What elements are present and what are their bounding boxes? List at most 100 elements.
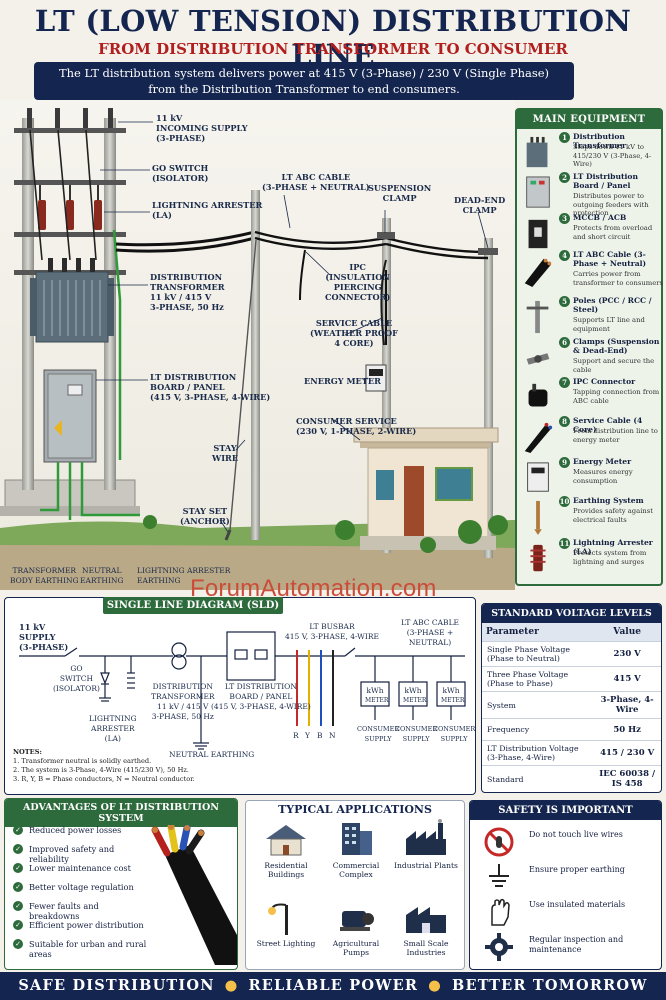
label-line: IPC	[349, 262, 366, 272]
label-la-earthing: LIGHTNING ARRESTER EARTHING	[137, 566, 230, 586]
label-line: STAY	[213, 443, 237, 453]
applications-heading: TYPICAL APPLICATIONS	[278, 803, 432, 816]
value-cell: 415 / 230 V	[593, 740, 661, 766]
single-line-diagram: SINGLE LINE DIAGRAM (SLD)	[4, 597, 476, 795]
parameter-cell: Single Phase Voltage (Phase to Neutral)	[482, 641, 594, 667]
sld-drawing	[19, 631, 466, 750]
value-cell: IEC 60038 / IS 458	[593, 765, 661, 792]
check-icon: ✓	[13, 825, 23, 835]
sld-go-switch-label: GO SWITCH (ISOLATOR)	[53, 664, 100, 694]
check-icon: ✓	[13, 882, 23, 892]
equipment-desc: Provides safety against electrical fault…	[573, 507, 653, 524]
label-line: CLAMP	[462, 205, 497, 215]
check-icon: ✓	[13, 939, 23, 949]
equipment-number: 6	[559, 337, 570, 348]
application-label: Residential Buildings	[264, 861, 308, 879]
equipment-name: IPC Connector	[573, 377, 636, 386]
label-line: (LA)	[104, 734, 121, 743]
advantage-text: Better voltage regulation	[29, 882, 134, 892]
sld-abc-label: LT ABC CABLE (3-PHASE + NEUTRAL)	[385, 618, 475, 648]
equipment-name: Distribution Transformer	[573, 132, 627, 150]
sld-heading: SINGLE LINE DIAGRAM (SLD)	[103, 597, 283, 614]
value-cell: 3-Phase, 4-Wire	[593, 691, 661, 719]
safety-text: Regular inspection and maintenance	[529, 935, 624, 954]
check-icon: ✓	[13, 901, 23, 911]
label-lightning-arrester: LIGHTNING ARRESTER (LA)	[152, 200, 262, 220]
equipment-desc: Carries power from transformer to consum…	[573, 270, 663, 287]
label-line: (LA)	[152, 210, 172, 220]
application-label: Commercial Complex	[332, 861, 380, 879]
label-line: 11 kV	[156, 113, 183, 123]
label-line: (ISOLATOR)	[53, 684, 100, 693]
no-touch-icon	[484, 827, 514, 857]
voltage-levels-panel: STANDARD VOLTAGE LEVELS Parameter Value …	[481, 603, 662, 793]
label-line: GO SWITCH	[152, 163, 209, 173]
label-line: LT ABC CABLE	[400, 618, 460, 627]
page-subtitle: FROM DISTRIBUTION TRANSFORMER TO CONSUME…	[98, 40, 568, 58]
meter-line: METER	[441, 697, 465, 704]
label-line: (INSULATION	[325, 272, 390, 282]
label-line: 3-PHASE, 50 Hz	[151, 712, 214, 721]
label-line: CONSUMER	[433, 725, 476, 733]
earth-rod-icon	[521, 498, 555, 535]
equipment-name: LT Distribution Board / Panel	[573, 172, 638, 190]
applications-panel: TYPICAL APPLICATIONS Residential Buildin…	[245, 800, 465, 970]
application-item: Small Scale Industries	[392, 897, 460, 957]
sld-neutral-earthing-label: NEUTRAL EARTHING	[169, 750, 255, 759]
label-ipc: IPC (INSULATION PIERCING CONNECTOR)	[325, 262, 390, 302]
table-row: Single Phase Voltage (Phase to Neutral)2…	[482, 641, 661, 667]
equipment-name: LT ABC Cable (3-Phase + Neutral)	[573, 250, 647, 268]
cable-cross-section-image	[151, 825, 237, 965]
transformer-icon	[521, 134, 555, 170]
voltage-table: Parameter Value Single Phase Voltage (Ph…	[482, 623, 661, 792]
application-item: Industrial Plants	[392, 819, 460, 870]
sld-phase-r: R	[293, 731, 299, 740]
panel-icon	[521, 174, 555, 210]
pole-icon	[521, 298, 555, 334]
advantage-text: Reduced power losses	[29, 825, 122, 835]
label-line: 11 kV / 415 V	[150, 292, 212, 302]
pump-icon	[322, 897, 390, 937]
label-line: ARRESTER	[91, 724, 135, 733]
label-line: EARTHING	[80, 576, 124, 585]
footer-part: BETTER TOMORROW	[452, 977, 648, 994]
value-cell: 230 V	[593, 641, 661, 667]
label-line: CONSUMER	[395, 725, 438, 733]
label-line: (415 V, 3-PHASE, 4-WIRE)	[211, 702, 311, 711]
label-line: BODY EARTHING	[10, 576, 79, 585]
safety-item: Use insulated materials	[484, 897, 659, 927]
label-neutral-earthing: NEUTRAL EARTHING	[80, 566, 123, 586]
safety-heading: SAFETY IS IMPORTANT	[470, 801, 661, 820]
earth-symbol-icon	[484, 862, 514, 892]
safety-text: Ensure proper earthing	[529, 865, 625, 874]
intro-banner: The LT distribution system delivers powe…	[34, 62, 574, 100]
label-line: SWITCH	[59, 674, 93, 683]
sld-phase-b: B	[317, 731, 323, 740]
equipment-number: 2	[559, 172, 570, 183]
label-line: BOARD / PANEL	[229, 692, 293, 701]
parameter-cell: Frequency	[482, 718, 594, 741]
label-distribution-transformer: DISTRIBUTION TRANSFORMER 11 kV / 415 V 3…	[150, 272, 225, 312]
application-label: Small Scale Industries	[403, 939, 449, 957]
label-incoming-supply: 11 kV INCOMING SUPPLY (3-PHASE)	[156, 113, 248, 143]
application-label: Agricultural Pumps	[332, 939, 380, 957]
equipment-name: Clamps (Suspension & Dead-End)	[573, 337, 660, 355]
value-cell: 415 V	[593, 666, 661, 692]
label-body-earthing: TRANSFORMER BODY EARTHING	[10, 566, 79, 586]
application-item: Agricultural Pumps	[322, 897, 390, 957]
sld-phase-y: Y	[305, 731, 310, 740]
label-line: (3-PHASE + NEUTRAL)	[262, 182, 370, 192]
label-line: TRANSFORMER	[151, 692, 215, 701]
equipment-number: 11	[559, 538, 570, 549]
footer-part: SAFE DISTRIBUTION	[18, 977, 215, 994]
label-abc-cable: LT ABC CABLE (3-PHASE + NEUTRAL)	[262, 172, 370, 192]
label-line: EARTHING	[137, 576, 181, 585]
glove-icon	[484, 897, 514, 927]
